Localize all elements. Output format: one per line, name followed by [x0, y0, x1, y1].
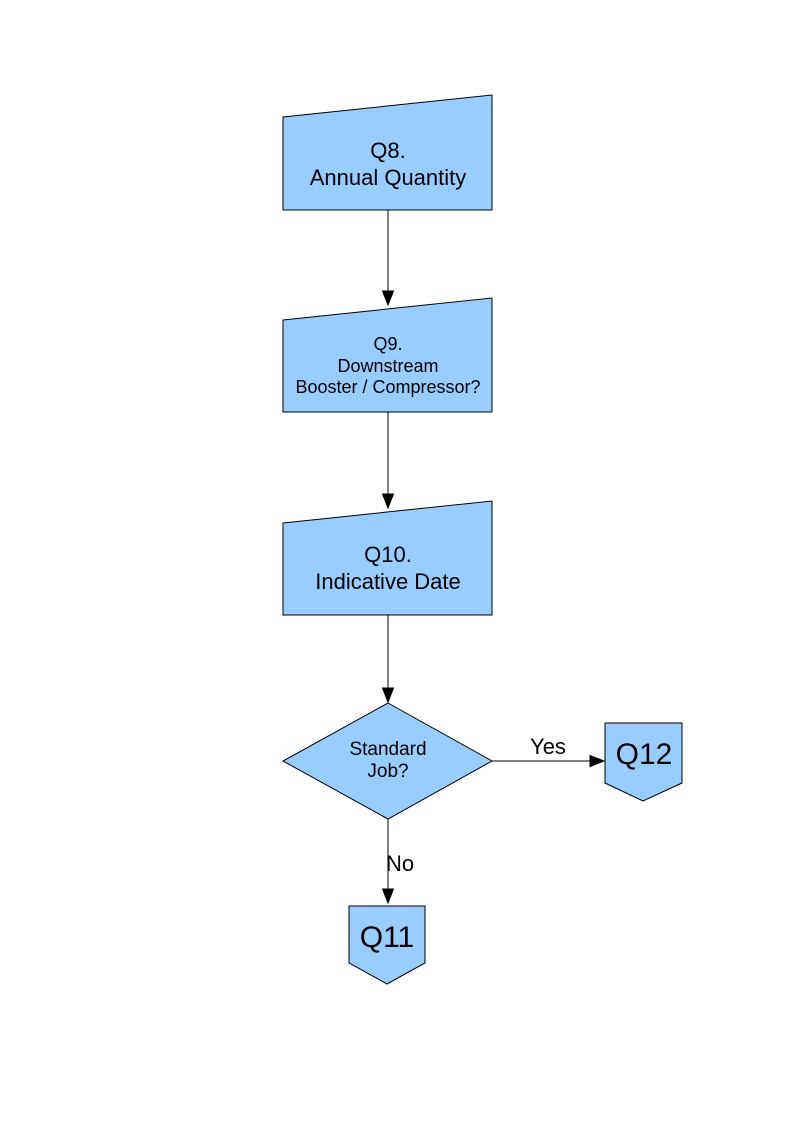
node-q8-label-line-1: Q8. [370, 138, 405, 163]
node-q11: Q11 [348, 905, 426, 985]
node-q9-label-line-2: Downstream [337, 356, 438, 376]
node-q8: Q8. Annual Quantity [282, 94, 493, 211]
edge-q8-q9 [381, 210, 395, 307]
edge-standard-job-q11: No [381, 819, 414, 905]
node-standard-job-label-line-2: Job? [367, 761, 408, 782]
node-q10-shape [282, 500, 493, 616]
node-q9-shape [282, 297, 493, 413]
node-q11-shape [348, 905, 426, 985]
node-q9: Q9. Downstream Booster / Compressor? [282, 297, 493, 413]
node-q12-label: Q12 [616, 738, 673, 771]
node-q11-label: Q11 [360, 921, 414, 954]
node-standard-job: Standard Job? [281, 702, 494, 820]
node-q12: Q12 [604, 722, 683, 802]
node-q12-shape [604, 722, 683, 802]
arrowhead-down-icon [381, 687, 395, 704]
node-q8-label-line-2: Annual Quantity [310, 165, 467, 190]
edge-label-no: No [386, 851, 414, 876]
edge-label-yes: Yes [530, 734, 566, 759]
node-q10-label-line-1: Q10. [364, 542, 412, 567]
arrowhead-down-icon [381, 493, 395, 510]
arrowhead-down-icon [381, 290, 395, 307]
node-standard-job-label-line-1: Standard [349, 739, 426, 760]
arrowhead-right-icon [589, 754, 606, 768]
node-q10-label-line-2: Indicative Date [315, 569, 461, 594]
node-q9-label-line-3: Booster / Compressor? [295, 377, 480, 397]
arrowhead-down-icon [381, 888, 395, 905]
edge-q9-q10 [381, 412, 395, 510]
edge-standard-job-q12: Yes [492, 734, 606, 768]
edge-q10-standard-job [381, 615, 395, 704]
node-q10: Q10. Indicative Date [282, 500, 493, 616]
node-q9-label-line-1: Q9. [373, 334, 402, 354]
node-q8-shape [282, 94, 493, 211]
